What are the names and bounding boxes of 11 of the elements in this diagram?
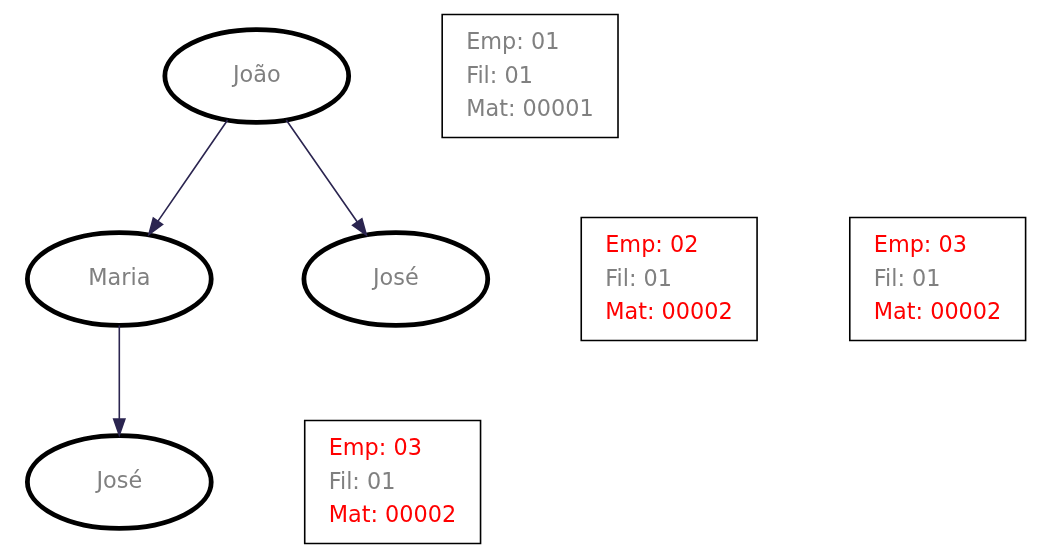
node-ellipse: João <box>161 27 351 125</box>
node-ellipse: Maria <box>24 230 214 328</box>
node-box: Emp: 02 Fil: 01 Mat: 00002 <box>579 216 758 342</box>
arrow <box>147 119 228 237</box>
node-box: Emp: 01 Fil: 01 Mat: 00001 <box>440 13 619 139</box>
node-ellipse: José <box>24 433 214 531</box>
node-ellipse: José <box>301 230 490 328</box>
node-box: Emp: 03 Fil: 01 Mat: 00002 <box>303 419 481 545</box>
arrow <box>284 119 368 238</box>
node-box: Emp: 03 Fil: 01 Mat: 00002 <box>848 216 1026 342</box>
arrow <box>112 324 126 438</box>
